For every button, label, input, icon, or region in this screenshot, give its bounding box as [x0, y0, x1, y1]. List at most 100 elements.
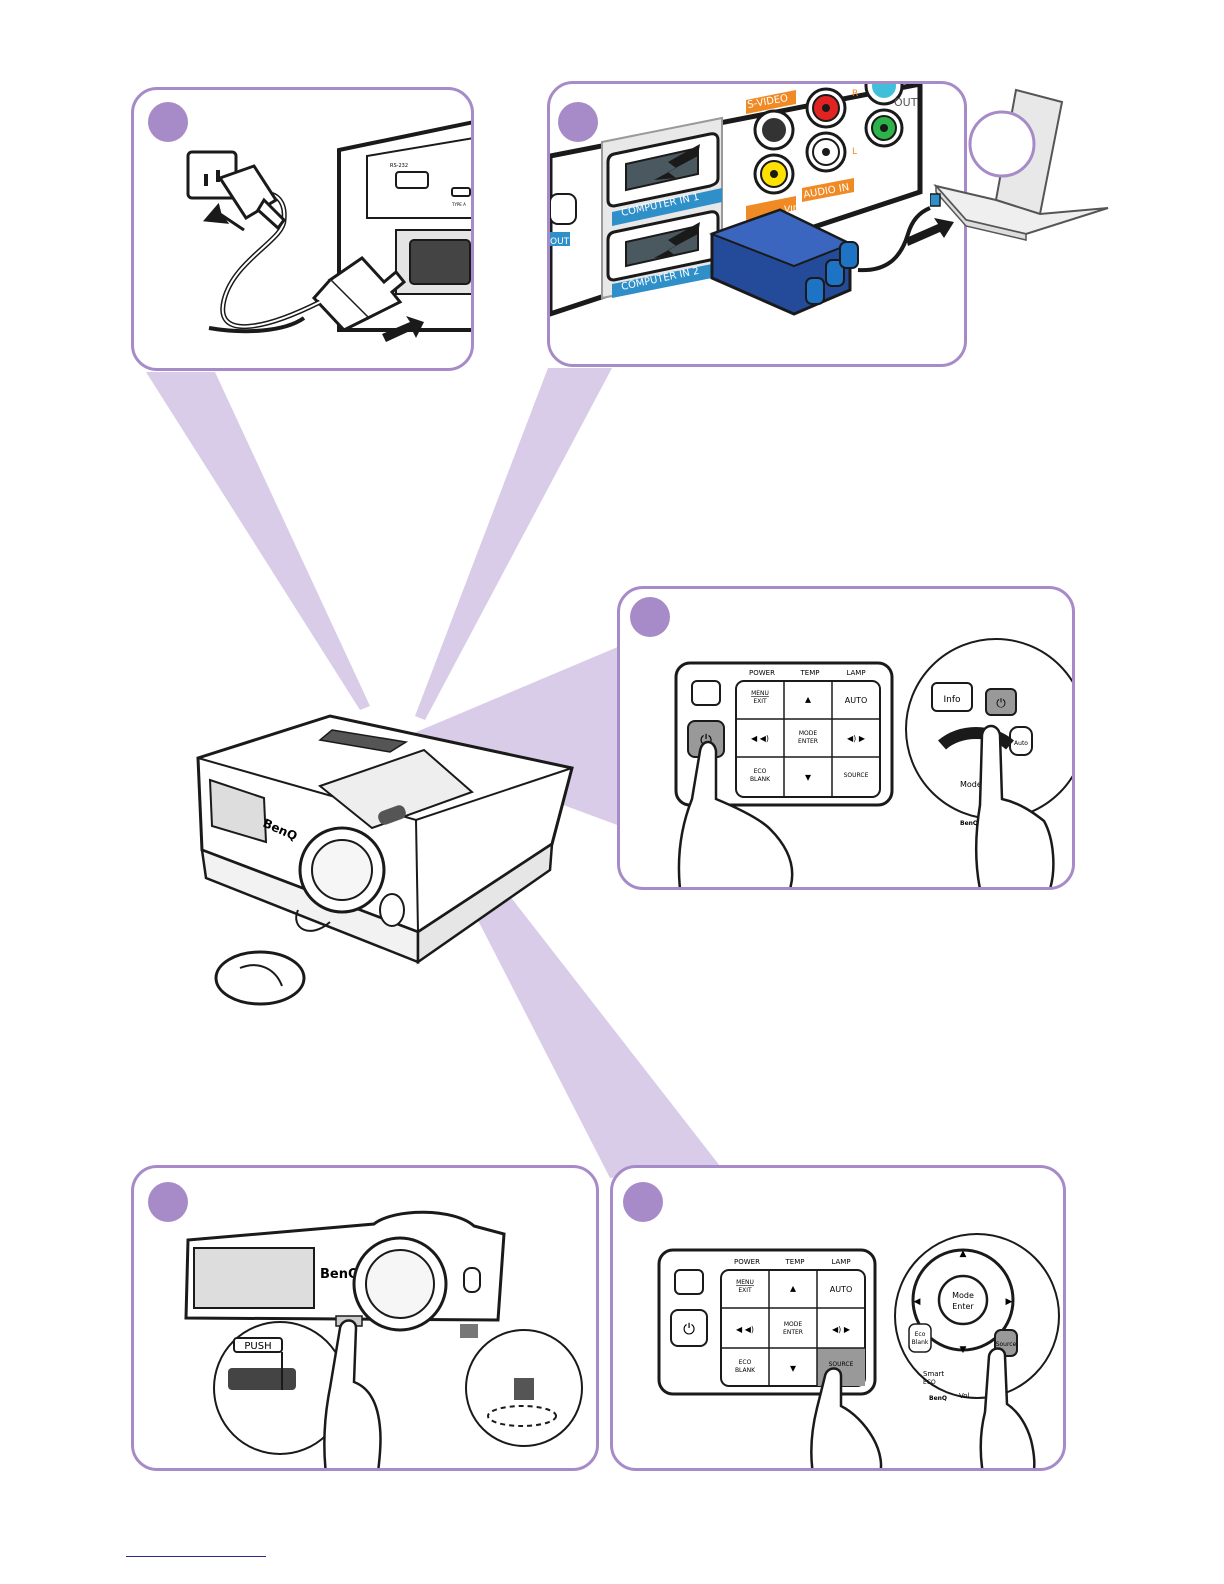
monitor-out-label: OUT [550, 237, 570, 247]
insert-arrow-icon [906, 218, 954, 246]
down-key-icon[interactable]: ▾ [805, 770, 811, 784]
remote-volume-key[interactable]: Vol [959, 1392, 970, 1400]
temp-indicator-label: TEMP [800, 669, 820, 677]
temp-indicator-label: TEMP [785, 1258, 805, 1266]
remote-power-key[interactable] [985, 688, 1017, 716]
remote-down-icon[interactable]: ▼ [960, 1345, 967, 1355]
lamp-indicator-label: LAMP [846, 669, 865, 677]
exit-key-label[interactable]: EXIT [753, 698, 767, 705]
up-key-icon[interactable]: ▴ [805, 692, 811, 706]
power-plug [327, 256, 407, 320]
remote-blank-key[interactable]: Blank [912, 1339, 929, 1346]
blank-key-label[interactable]: BLANK [750, 776, 771, 783]
remote-info-key[interactable]: Info [943, 695, 961, 705]
step-2-badge [558, 102, 598, 142]
insert-arrow-icon [202, 202, 245, 232]
eco-key-label[interactable]: ECO [754, 768, 767, 775]
lamp-indicator-label: LAMP [831, 1258, 850, 1266]
remote-mode-key[interactable]: Mode [960, 780, 982, 789]
insert-arrow-icon [654, 222, 700, 258]
up-key-icon[interactable]: ▴ [790, 1281, 796, 1295]
beam-to-panel-2 [415, 368, 612, 720]
rotate-arrow-icon [487, 1405, 557, 1427]
video-label: VIDEO [784, 205, 813, 215]
menu-key-label[interactable]: MENU [751, 690, 769, 697]
step-badge-ring [968, 110, 1036, 178]
beam-to-panel-1 [146, 372, 370, 710]
rs232-port [395, 171, 429, 189]
remote-brand-label: BenQ [960, 820, 978, 827]
left-volume-key-icon[interactable]: ◀ ◀) [751, 734, 769, 743]
power-cord-illustration: RS-232 TYPE A [186, 120, 471, 342]
mode-key-label[interactable]: MODE [799, 730, 818, 737]
step-5-badge [623, 1182, 663, 1222]
step-3-power-on-panel: ⏻ POWER TEMP LAMP MENU EXIT ▴ AUTO ◀ ◀) … [617, 586, 1075, 890]
step-4-adjust-panel: BenQ PUSH [131, 1165, 599, 1471]
insert-arrow-icon [654, 144, 700, 180]
remote-right-icon[interactable]: ▶ [1006, 1297, 1013, 1307]
lens-cap [214, 950, 306, 1006]
push-button-label[interactable]: PUSH [244, 1341, 271, 1352]
auto-key-label[interactable]: AUTO [845, 696, 868, 705]
rs232-label: RS-232 [390, 163, 408, 169]
mode-key-label[interactable]: MODE [784, 1321, 803, 1328]
elevator-foot [228, 1368, 296, 1390]
remote-eco-short-label: ECO [923, 1379, 936, 1386]
pressing-finger [323, 1319, 382, 1468]
eco-key-label[interactable]: ECO [739, 1359, 752, 1366]
pressing-finger [975, 724, 1055, 887]
power-socket [409, 239, 471, 285]
usb-port [451, 187, 471, 197]
rear-adjuster-foot [514, 1378, 534, 1400]
power-on-illustration: ⏻ POWER TEMP LAMP MENU EXIT ▴ AUTO ◀ ◀) … [674, 638, 1072, 887]
top-control-panel [318, 729, 409, 753]
power-icon: ⏻ [683, 1320, 695, 1338]
menu-key-label[interactable]: MENU [736, 1279, 754, 1286]
power-icon: ⏻ [996, 696, 1006, 710]
enter-key-label[interactable]: ENTER [798, 738, 818, 745]
height-adjust-illustration: BenQ PUSH [184, 1210, 583, 1468]
source-key-label[interactable]: SOURCE [829, 1361, 854, 1368]
audio-right-label: R [852, 89, 858, 99]
audio-left-label: L [852, 147, 857, 157]
remote-enter-key[interactable]: Enter [952, 1302, 974, 1311]
remote-auto-key[interactable]: Auto [1014, 740, 1028, 747]
power-button[interactable] [670, 1309, 708, 1347]
power-indicator-label: POWER [749, 669, 775, 677]
source-key-label[interactable]: SOURCE [844, 772, 869, 779]
power-indicator-label: POWER [734, 1258, 760, 1266]
remote-mode-key[interactable]: Mode [952, 1291, 974, 1300]
insert-arrow-icon [382, 316, 424, 342]
down-key-icon[interactable]: ▾ [790, 1361, 796, 1375]
remote-up-icon[interactable]: ▲ [960, 1249, 967, 1259]
step-3-badge [630, 597, 670, 637]
pressing-finger [677, 740, 794, 887]
projector-brand-logo: BenQ [320, 1267, 359, 1282]
left-volume-key-icon[interactable]: ◀ ◀) [736, 1325, 754, 1334]
pressing-finger [979, 1347, 1036, 1468]
remote-source-key-label: Source [996, 1341, 1017, 1348]
step-5-source-panel: ⏻ POWER TEMP LAMP MENU EXIT ▴ AUTO ◀ ◀) … [610, 1165, 1066, 1471]
laptop-illustration [930, 88, 1109, 241]
step-1-power-panel: RS-232 TYPE A [131, 87, 474, 371]
auto-key-label[interactable]: AUTO [830, 1285, 853, 1294]
source-select-illustration: ⏻ POWER TEMP LAMP MENU EXIT ▴ AUTO ◀ ◀) … [657, 1233, 1060, 1468]
projector-illustration: BenQ [196, 714, 574, 1006]
exit-key-label[interactable]: EXIT [738, 1287, 752, 1294]
blank-key-label[interactable]: BLANK [735, 1367, 756, 1374]
remote-brand-label: BenQ [929, 1395, 947, 1402]
footer-rule [126, 1556, 266, 1557]
enter-key-label[interactable]: ENTER [783, 1329, 803, 1336]
step-4-badge [148, 1182, 188, 1222]
remote-left-icon[interactable]: ◀ [914, 1297, 921, 1307]
vga-connection-illustration: OUT COMPUTER IN 1 COMPUTER IN 2 S-VIDEO … [550, 84, 954, 317]
audio-out-label: OUT [894, 96, 918, 109]
right-volume-key-icon[interactable]: ◀) ▶ [832, 1325, 851, 1334]
pressing-finger [810, 1367, 883, 1468]
remote-smart-eco-key[interactable]: Smart [923, 1370, 944, 1378]
step-2-connection-panel: OUT COMPUTER IN 1 COMPUTER IN 2 S-VIDEO … [547, 81, 967, 367]
right-volume-key-icon[interactable]: ◀) ▶ [847, 734, 866, 743]
remote-eco-key[interactable]: Eco [915, 1331, 926, 1338]
step-1-badge [148, 102, 188, 142]
usb-label: TYPE A [451, 202, 466, 207]
